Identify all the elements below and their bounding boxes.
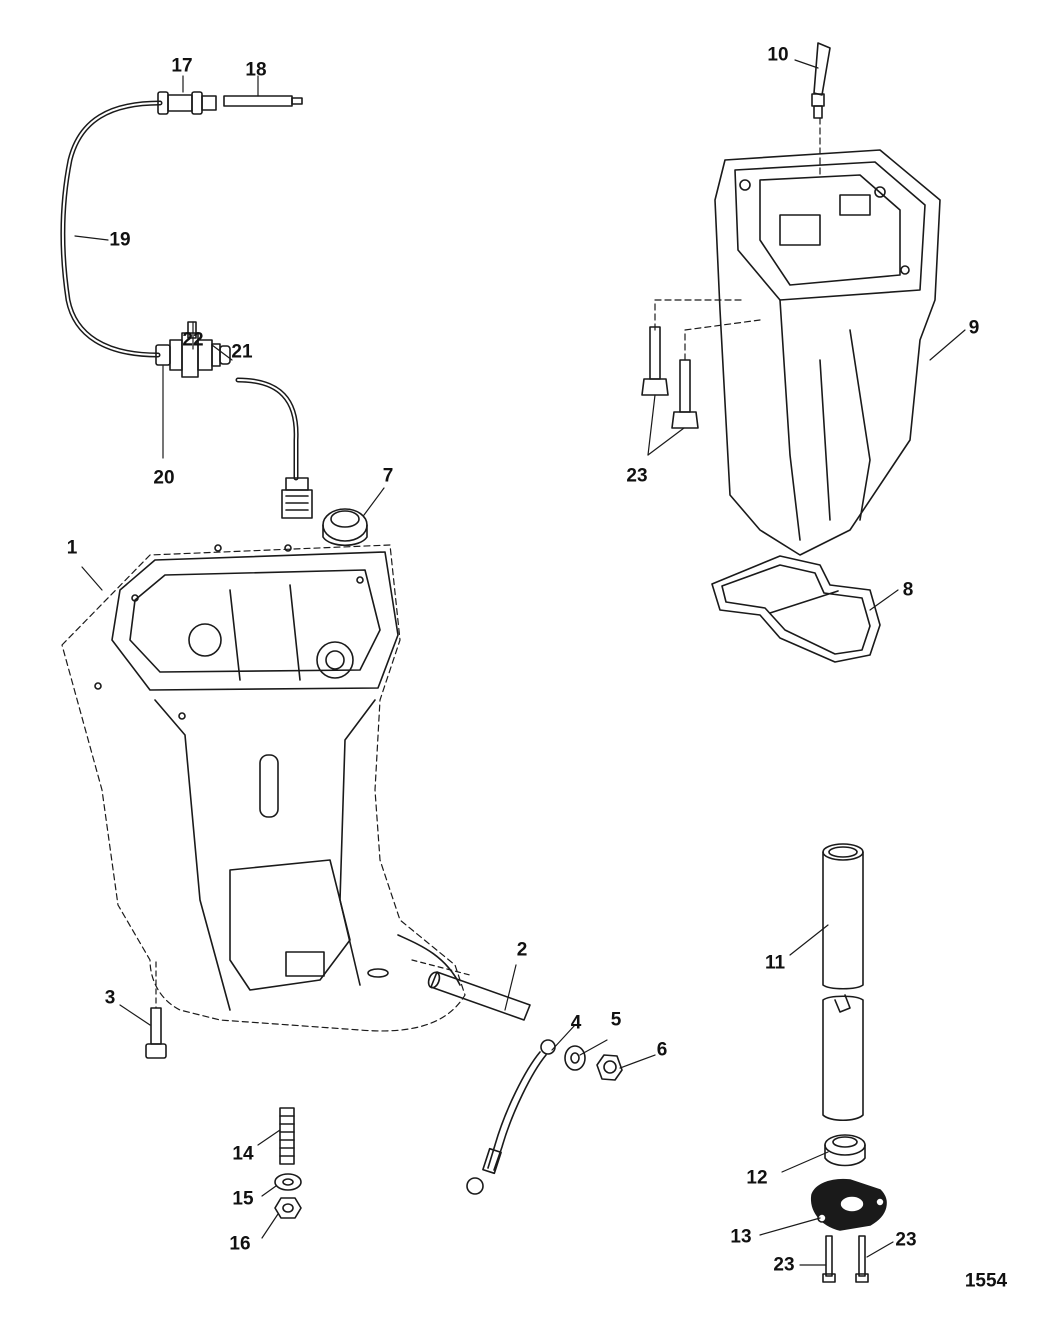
callout-18: 18 [245, 59, 267, 81]
sensor-cable [235, 377, 313, 519]
grommet-7 [322, 508, 368, 547]
figure-number: 1554 [964, 1270, 1008, 1292]
callout-11: 11 [764, 952, 786, 974]
callout-15: 15 [232, 1188, 254, 1210]
leader-lines [74, 59, 966, 1266]
callout-2: 2 [516, 939, 528, 961]
callout-10: 10 [767, 44, 789, 66]
callout-20: 20 [153, 467, 175, 489]
washer-5 [564, 1045, 586, 1071]
callout-8: 8 [902, 579, 914, 601]
callout-5: 5 [610, 1009, 622, 1031]
hose-coupler-17 [157, 91, 217, 115]
dashed-leader [411, 959, 471, 976]
gasket-8 [711, 555, 881, 663]
adapter-plate-9 [714, 149, 941, 556]
screw-23-upper-left [641, 326, 669, 396]
nut-6 [596, 1054, 623, 1081]
callout-23-lower-left: 23 [773, 1254, 795, 1276]
callout-23-upper: 23 [626, 465, 648, 487]
water-pressure-hose [60, 100, 163, 358]
callout-9: 9 [968, 317, 980, 339]
screw-3 [145, 961, 167, 1059]
callout-17: 17 [171, 55, 193, 77]
callout-4: 4 [570, 1012, 582, 1034]
seal-12 [824, 1134, 866, 1167]
callout-14: 14 [232, 1143, 254, 1165]
screw-23-upper-right [671, 359, 699, 429]
tube-11 [822, 843, 864, 1122]
callout-6: 6 [656, 1039, 668, 1061]
pressure-sensor-20-21-22 [155, 321, 231, 378]
driveshaft-housing-1 [61, 544, 466, 1032]
callout-12: 12 [746, 1167, 768, 1189]
callout-13: 13 [730, 1226, 752, 1248]
washer-15 [274, 1173, 302, 1191]
callout-16: 16 [229, 1233, 251, 1255]
stud-14 [279, 1107, 295, 1165]
nut-16 [274, 1197, 302, 1219]
screw-23-lower-right [855, 1235, 869, 1283]
callout-22: 22 [182, 329, 204, 351]
callout-3: 3 [104, 987, 116, 1009]
callout-7: 7 [382, 465, 394, 487]
screw-23-lower-left [822, 1235, 836, 1283]
water-tube-10 [811, 42, 831, 176]
tube-housing-13 [811, 1178, 887, 1231]
callout-19: 19 [109, 229, 131, 251]
fitting-18 [223, 95, 303, 107]
callout-21: 21 [231, 341, 253, 363]
callout-1: 1 [66, 537, 78, 559]
dowel-pin-2 [427, 971, 531, 1021]
callout-23-lower-right: 23 [895, 1229, 917, 1251]
dashed-guides [654, 299, 761, 361]
ground-strap-4 [466, 1039, 556, 1195]
